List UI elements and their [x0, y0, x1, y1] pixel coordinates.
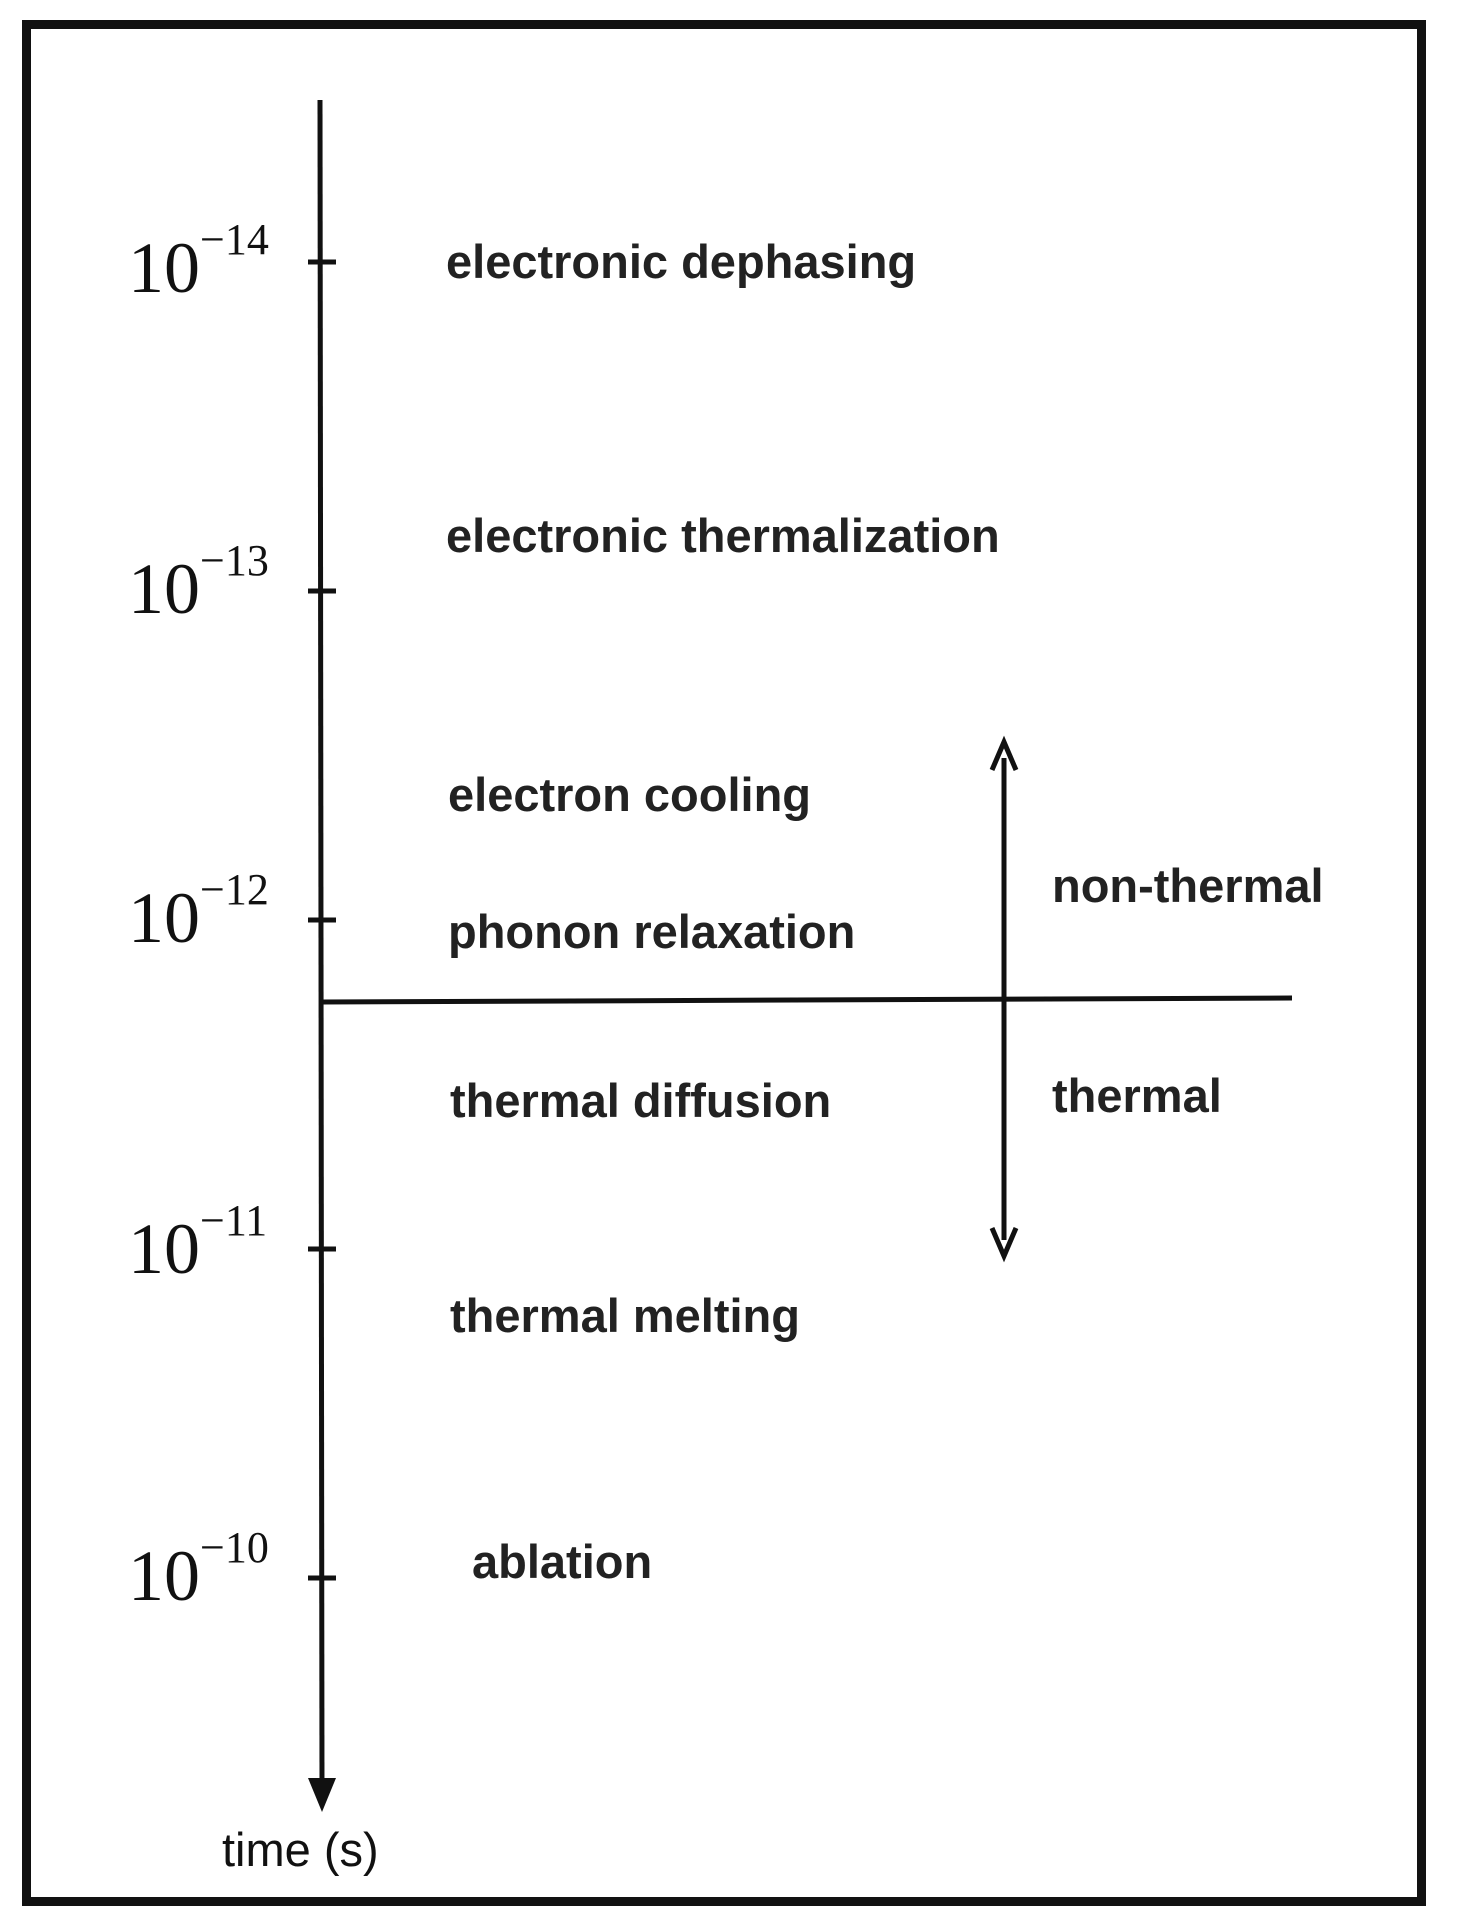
- regime-label-thermal: thermal: [1052, 1069, 1222, 1122]
- process-label: thermal diffusion: [450, 1074, 831, 1127]
- time-axis-arrowhead: [308, 1778, 336, 1812]
- tick-label: 10−13: [128, 536, 269, 629]
- time-axis-line: [317, 99, 325, 1801]
- process-label: ablation: [472, 1535, 652, 1588]
- tick-label: 10−12: [128, 865, 269, 958]
- process-label: thermal melting: [450, 1289, 800, 1342]
- regime-arrow-up-head: [989, 735, 1019, 771]
- process-label: electron cooling: [448, 768, 811, 821]
- tick-label: 10−14: [128, 215, 269, 308]
- tick-label: 10−10: [128, 1523, 269, 1616]
- diagram-frame: [22, 20, 1426, 1906]
- axis-title: time (s): [222, 1823, 379, 1876]
- regime-divider-line: [321, 995, 1293, 1005]
- regime-label-non-thermal: non-thermal: [1052, 859, 1324, 912]
- process-label: electronic dephasing: [446, 235, 916, 288]
- tick-label: 10−11: [128, 1196, 267, 1289]
- process-label: electronic thermalization: [446, 509, 1000, 562]
- process-label: phonon relaxation: [448, 905, 855, 958]
- regime-arrow-down-head: [989, 1227, 1019, 1263]
